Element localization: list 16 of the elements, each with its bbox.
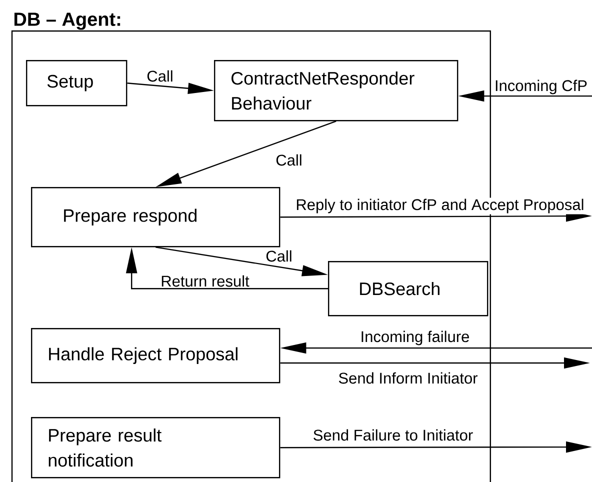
edge-label: Send Inform Initiator [337,371,479,385]
frame-title: DB – Agent: [14,12,120,30]
edge-label: Send Failure to Initiator [312,428,474,442]
process-box: Prepare respond [31,187,280,248]
process-box: Setup [26,60,128,106]
edge-label: Return result [160,274,250,288]
edge-label: Incoming failure [359,330,471,346]
process-box: Handle Reject Proposal [31,328,280,384]
process-box: ContractNetResponder Behaviour [214,60,458,122]
edge-label: Incoming CfP [493,78,589,96]
edge-label: Call [274,153,304,167]
process-box: DBSearch [328,261,488,316]
edge-label: Call [146,69,174,83]
edge-label: Call [264,249,294,263]
process-box: Prepare result notification [31,417,280,478]
edge-label: Reply to initiator CfP and Accept Proposal [294,198,586,214]
